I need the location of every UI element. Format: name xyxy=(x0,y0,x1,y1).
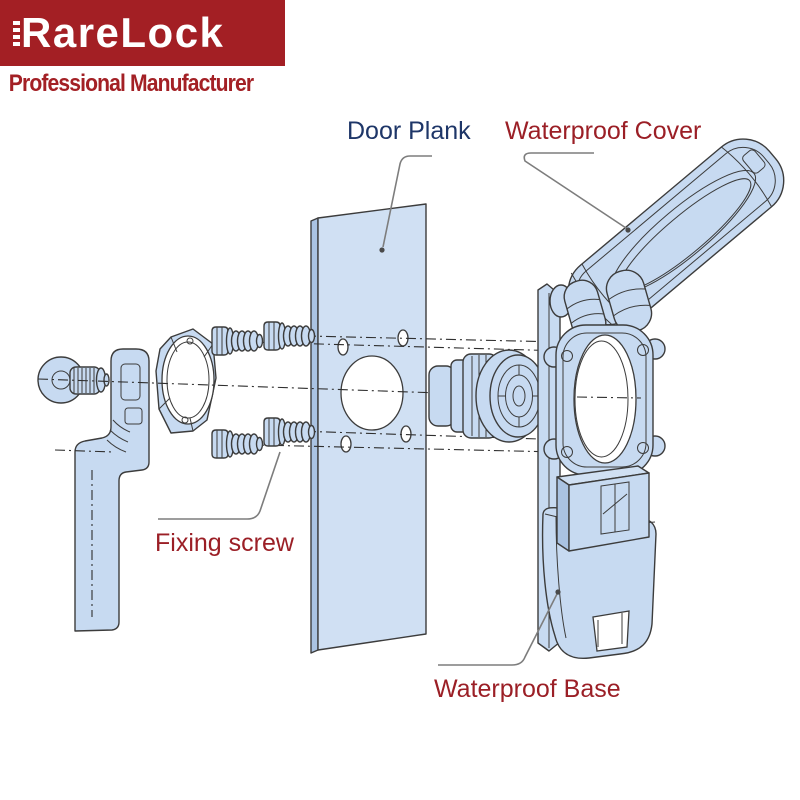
lock-cylinder-part xyxy=(428,349,547,443)
label-door-plank: Door Plank xyxy=(347,117,471,145)
ring-opening xyxy=(573,334,637,464)
plank-screw-hole xyxy=(400,425,412,443)
base-slot xyxy=(592,610,630,652)
brand-logo: RareLock Professional Manufacturer xyxy=(0,0,288,98)
brand-name: RareLock xyxy=(21,9,225,56)
plank-screw-hole xyxy=(340,435,352,453)
plank-screw-hole xyxy=(337,338,349,356)
plank-main-hole xyxy=(340,355,404,431)
mount-ring-part xyxy=(543,324,666,476)
key-teeth-icon xyxy=(13,20,20,46)
label-waterproof-base: Waterproof Base xyxy=(434,675,621,703)
hex-nut-part xyxy=(155,328,217,434)
fixing-screw-1 xyxy=(211,326,264,356)
brand-logo-block: RareLock xyxy=(0,0,285,66)
leader-door-plank xyxy=(382,155,432,248)
door-plank-part xyxy=(310,203,427,654)
bracket-body xyxy=(74,348,150,632)
nut-hole xyxy=(161,335,215,425)
leader-waterproof-base xyxy=(438,593,558,666)
fixing-screw-2 xyxy=(263,321,316,351)
label-fixing-screw: Fixing screw xyxy=(155,529,295,557)
leader-waterproof-cover xyxy=(523,152,627,229)
waterproof-cover-assembly xyxy=(537,138,785,660)
leader-lines xyxy=(158,152,631,666)
latch-housing-part xyxy=(556,465,650,552)
brand-tagline: Professional Manufacturer xyxy=(8,70,254,97)
fixing-screw-3 xyxy=(211,429,264,459)
fixing-screw-4 xyxy=(263,417,316,447)
label-waterproof-cover: Waterproof Cover xyxy=(505,117,701,145)
handle-bracket-part xyxy=(74,348,150,632)
leader-fixing-screw xyxy=(158,451,281,520)
